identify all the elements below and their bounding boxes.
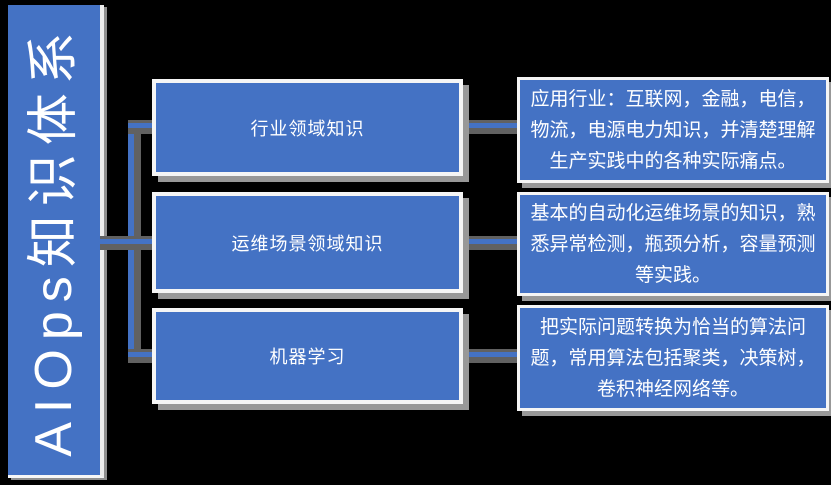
topic-label: 运维场景领域知识 xyxy=(231,233,384,254)
connector-topic-detail-row1 xyxy=(461,120,521,134)
topic-label: 行业领域知识 xyxy=(250,118,365,139)
detail-text: 把实际问题转换为恰当的算法问题，常用算法包括聚类，决策树，卷积神经网络等。 xyxy=(530,316,816,400)
detail-text: 基本的自动化运维场景的知识，熟悉异常检测，瓶颈分析，容量预测等实践。 xyxy=(530,202,816,286)
detail-box-ops-scenario-knowledge: 基本的自动化运维场景的知识，熟悉异常检测，瓶颈分析，容量预测等实践。 xyxy=(517,192,829,296)
sidebar-banner: AIOps知识体系 xyxy=(8,5,104,478)
sidebar-title: AIOps知识体系 xyxy=(25,23,83,457)
connector-topic-detail-row2 xyxy=(461,236,521,250)
topic-box-industry-knowledge: 行业领域知识 xyxy=(152,79,463,176)
detail-text: 应用行业：互联网，金融，电信，物流，电源电力知识，并清楚理解生产实践中的各种实际… xyxy=(530,88,816,172)
connector-branch-row2 xyxy=(100,236,162,250)
topic-box-machine-learning: 机器学习 xyxy=(152,308,463,404)
connector-topic-detail-row3 xyxy=(461,349,521,363)
detail-box-industry-knowledge: 应用行业：互联网，金融，电信，物流，电源电力知识，并清楚理解生产实践中的各种实际… xyxy=(517,77,829,183)
topic-label: 机器学习 xyxy=(269,347,346,367)
topic-box-ops-scenario-knowledge: 运维场景领域知识 xyxy=(152,192,463,293)
detail-box-machine-learning: 把实际问题转换为恰当的算法问题，常用算法包括聚类，决策树，卷积神经网络等。 xyxy=(517,305,829,411)
